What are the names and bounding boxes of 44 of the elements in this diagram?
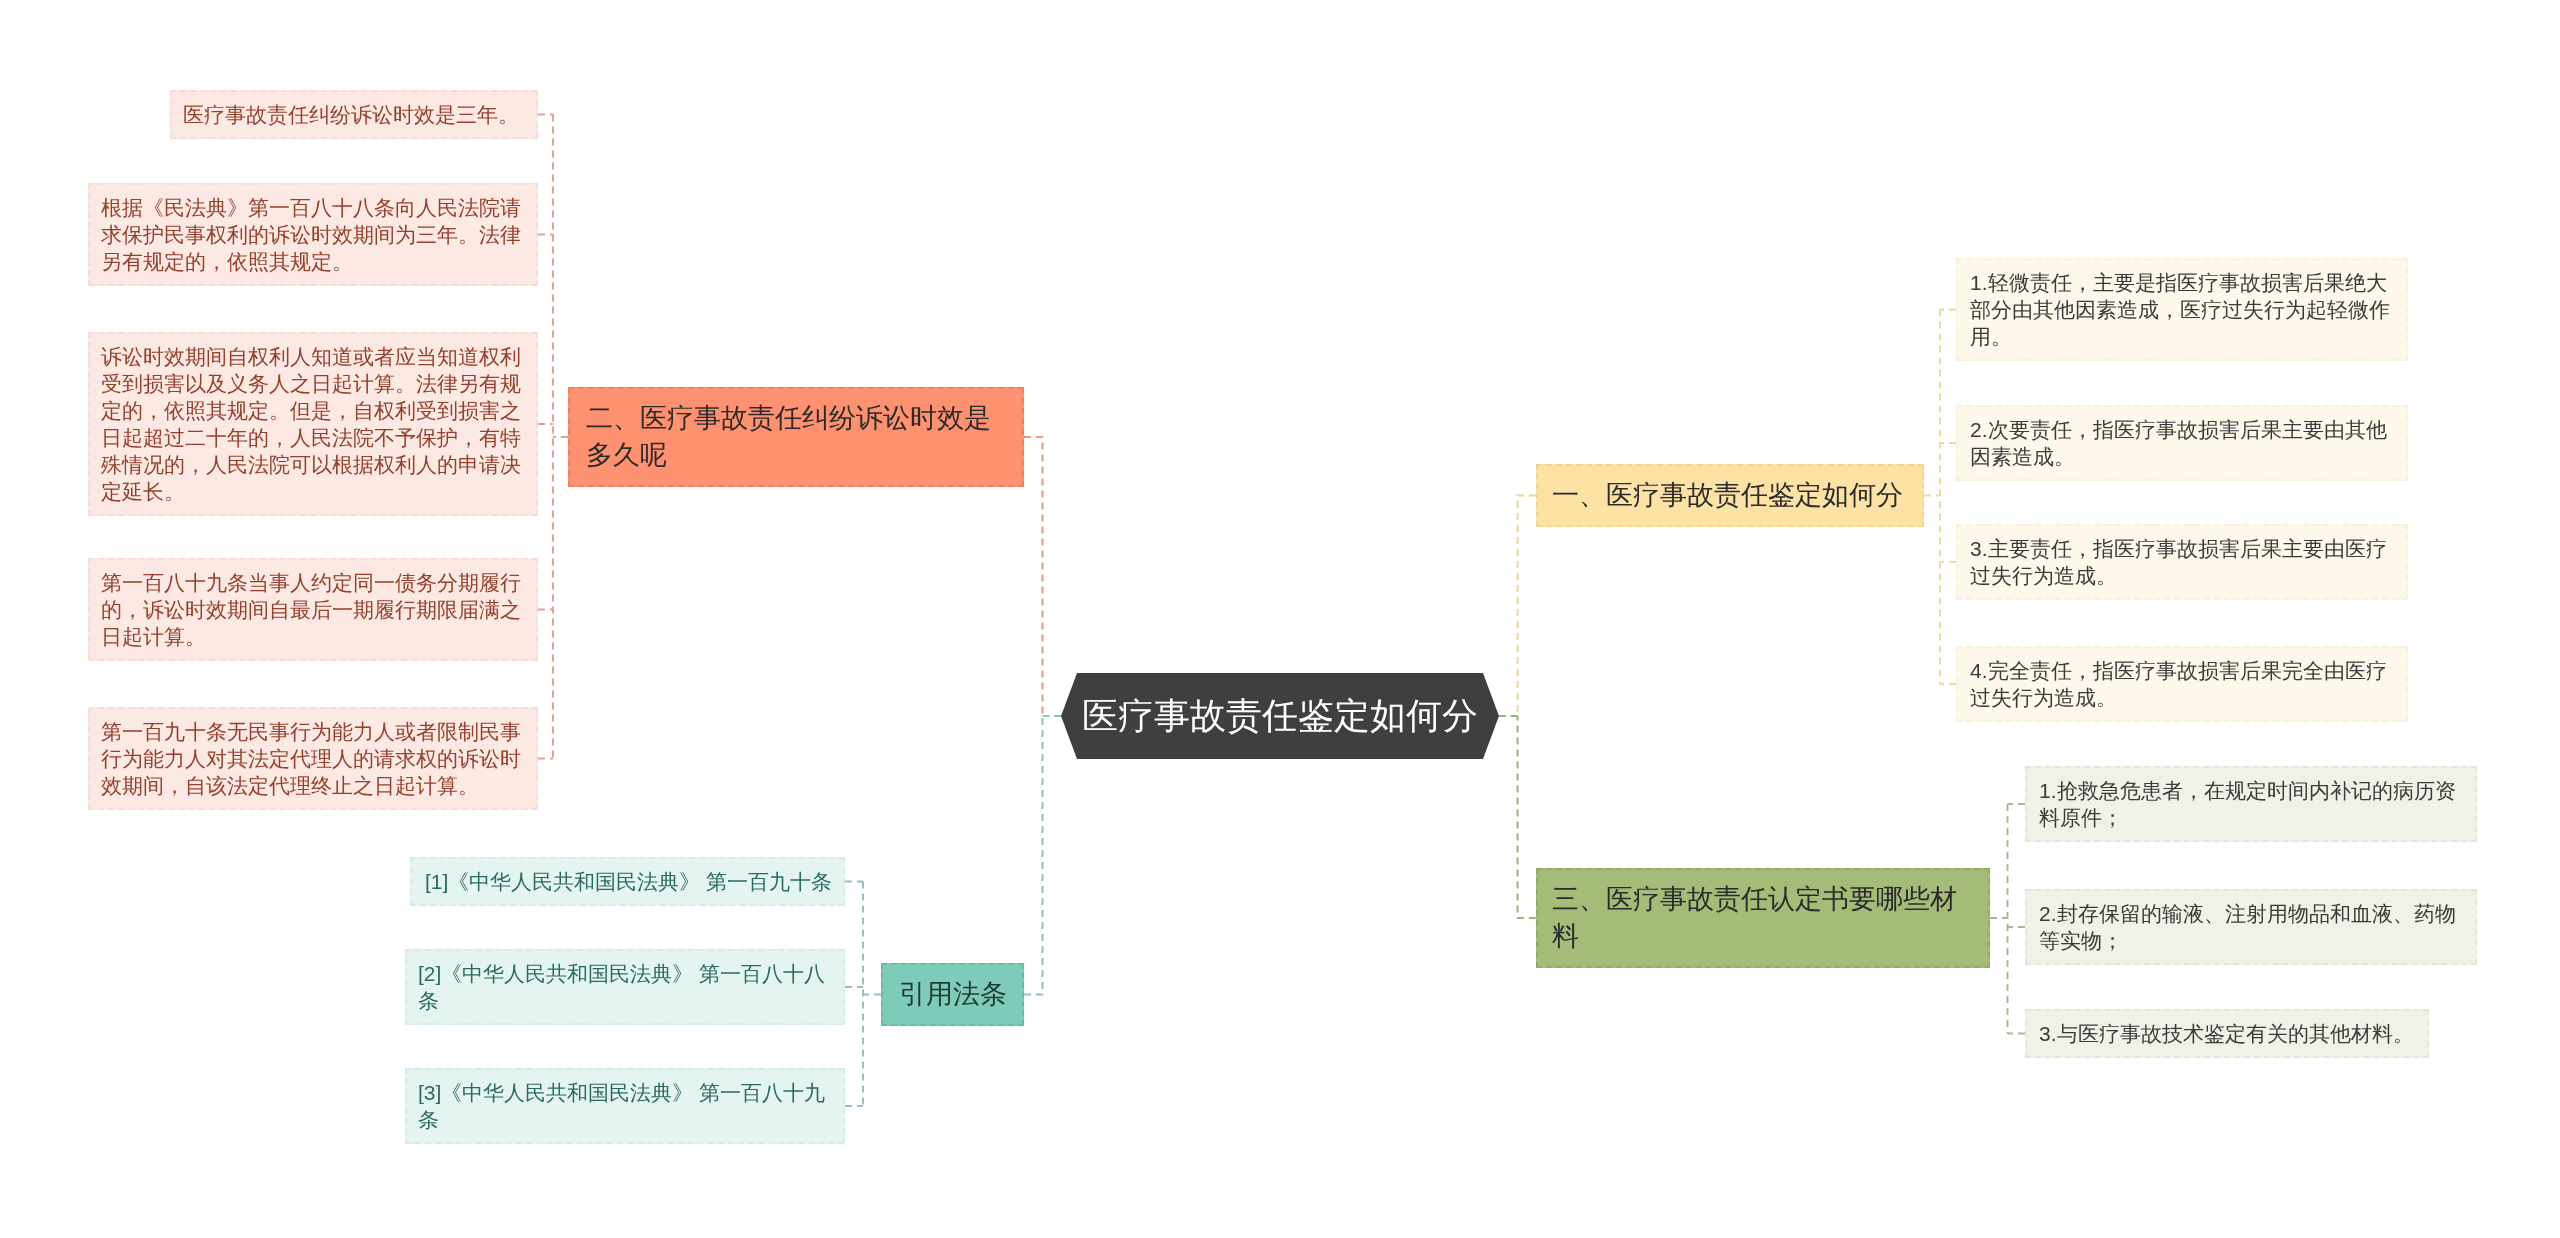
connector-line — [1516, 715, 1537, 919]
connector-line — [1939, 561, 1957, 563]
connector-line — [1939, 442, 1957, 444]
connector-line — [2006, 803, 2026, 805]
connector-line — [537, 608, 554, 611]
connector-line — [2006, 926, 2026, 928]
detail-note: 1.轻微责任，主要是指医疗事故损害后果绝大部分由其他因素造成，医疗过失行为起轻微作用。 — [1956, 258, 2408, 361]
detail-note: 根据《民法典》第一百八十八条向人民法院请求保护民事权利的诉讼时效期间为三年。法律另有规定的，依照其规定。 — [88, 183, 538, 286]
connector-line — [1041, 715, 1062, 717]
detail-note: 医疗事故责任纠纷诉讼时效是三年。 — [170, 90, 538, 139]
citation-note: [2]《中华人民共和国民法典》 第一百八十八条 — [405, 949, 845, 1025]
connector-line — [862, 880, 882, 1107]
connector-line — [1498, 715, 1519, 717]
connector-line — [1923, 308, 1941, 685]
branch-topic: 引用法条 — [881, 963, 1024, 1026]
branch-topic: 一、医疗事故责任鉴定如何分 — [1536, 464, 1924, 527]
connector-line — [552, 113, 569, 760]
connector-line — [2006, 1032, 2026, 1035]
connector-line — [1023, 436, 1044, 717]
citation-note: [3]《中华人民共和国民法典》 第一百八十九条 — [405, 1068, 845, 1144]
connector-line — [1939, 683, 1957, 685]
connector-line — [844, 986, 864, 988]
citation-note: [1]《中华人民共和国民法典》 第一百九十条 — [410, 857, 845, 906]
connector-line — [537, 757, 554, 760]
connector-line — [537, 113, 554, 116]
detail-note: 2.次要责任，指医疗事故损害后果主要由其他因素造成。 — [1956, 405, 2408, 481]
detail-note: 第一百八十九条当事人约定同一债务分期履行的，诉讼时效期间自最后一期履行期限届满之日起计算。 — [88, 558, 538, 661]
connector-line — [537, 233, 554, 236]
connector-line — [537, 423, 554, 425]
detail-note: 1.抢救急危患者，在规定时间内补记的病历资料原件； — [2025, 766, 2477, 842]
branch-topic: 二、医疗事故责任纠纷诉讼时效是多久呢 — [568, 387, 1024, 487]
detail-note: 3.主要责任，指医疗事故损害后果主要由医疗过失行为造成。 — [1956, 524, 2408, 600]
connector-line — [844, 1105, 864, 1107]
connector-line — [844, 880, 864, 883]
connector-line — [1989, 803, 2009, 1035]
central-topic: 医疗事故责任鉴定如何分 — [1061, 673, 1499, 759]
connector-line — [1023, 715, 1044, 996]
detail-note: 第一百九十条无民事行为能力人或者限制民事行为能力人对其法定代理人的请求权的诉讼时效期间，自该法定代理终止之日起计算。 — [88, 707, 538, 810]
branch-topic: 三、医疗事故责任认定书要哪些材料 — [1536, 868, 1990, 968]
connector-line — [1939, 308, 1957, 311]
detail-note: 诉讼时效期间自权利人知道或者应当知道权利受到损害以及义务人之日起计算。法律另有规定的，依照其规定。但是，自权利受到损害之日起超过二十年的，人民法院不予保护，有特殊情况的，人民法院可以根据权利人的申请决定延长。 — [88, 332, 538, 516]
detail-note: 3.与医疗事故技术鉴定有关的其他材料。 — [2025, 1009, 2429, 1058]
detail-note: 4.完全责任，指医疗事故损害后果完全由医疗过失行为造成。 — [1956, 646, 2408, 722]
detail-note: 2.封存保留的输液、注射用物品和血液、药物等实物； — [2025, 889, 2477, 965]
